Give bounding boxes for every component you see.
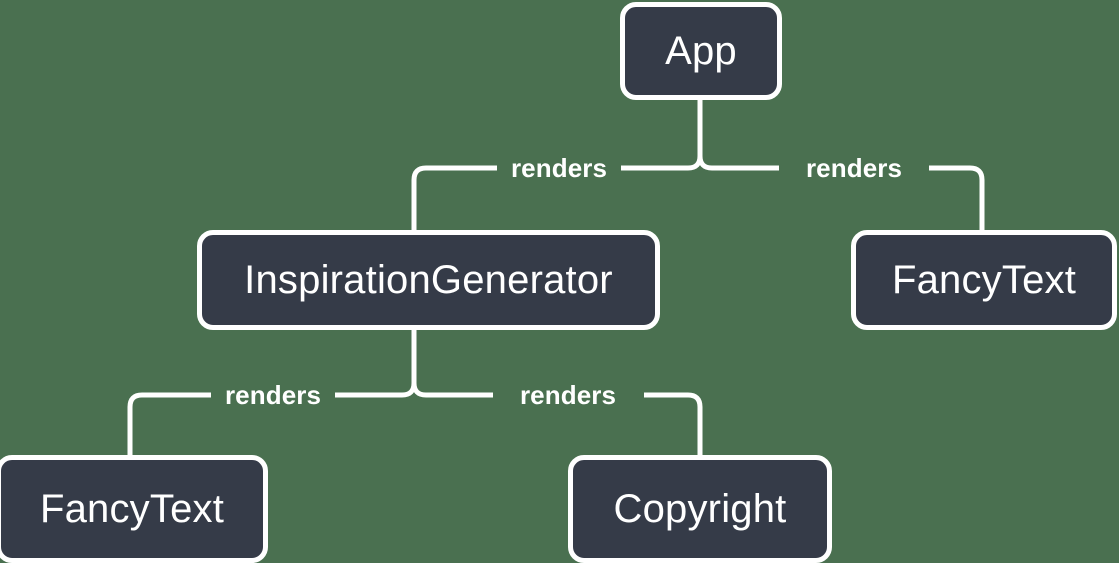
node-app[interactable]: App [620,2,782,100]
node-inspirationgenerator-label: InspirationGenerator [244,257,613,302]
node-fancytext-right-label: FancyText [891,257,1077,302]
edge-inspiration-to-fancytext-left-seg [127,392,211,455]
node-fancytext-left[interactable]: FancyText [0,455,268,563]
node-fancytext-left-label: FancyText [39,486,225,531]
node-app-label: App [665,28,737,73]
edge-app-to-inspiration-right-seg [621,155,703,171]
edge-inspiration-to-fancytext-right-seg [335,382,417,398]
edge-inspiration-to-copyright-right-seg [644,392,703,455]
edge-label-app-inspiration: renders [510,153,608,183]
edge-label-app-fancytext: renders [805,153,903,183]
edge-app-to-fancytext-far-seg [929,165,985,230]
node-inspirationgenerator[interactable]: InspirationGenerator [197,230,660,330]
edge-inspiration-to-copyright-left-seg [411,382,493,398]
edge-app-to-inspiration-left-seg [411,165,497,230]
edge-app-to-fancytext-right-seg [697,155,779,171]
node-copyright[interactable]: Copyright [568,455,832,563]
node-fancytext-right[interactable]: FancyText [851,230,1117,330]
node-copyright-label: Copyright [613,486,787,531]
edge-label-inspiration-copyright: renders [519,380,617,410]
edge-label-inspiration-fancytext: renders [224,380,322,410]
